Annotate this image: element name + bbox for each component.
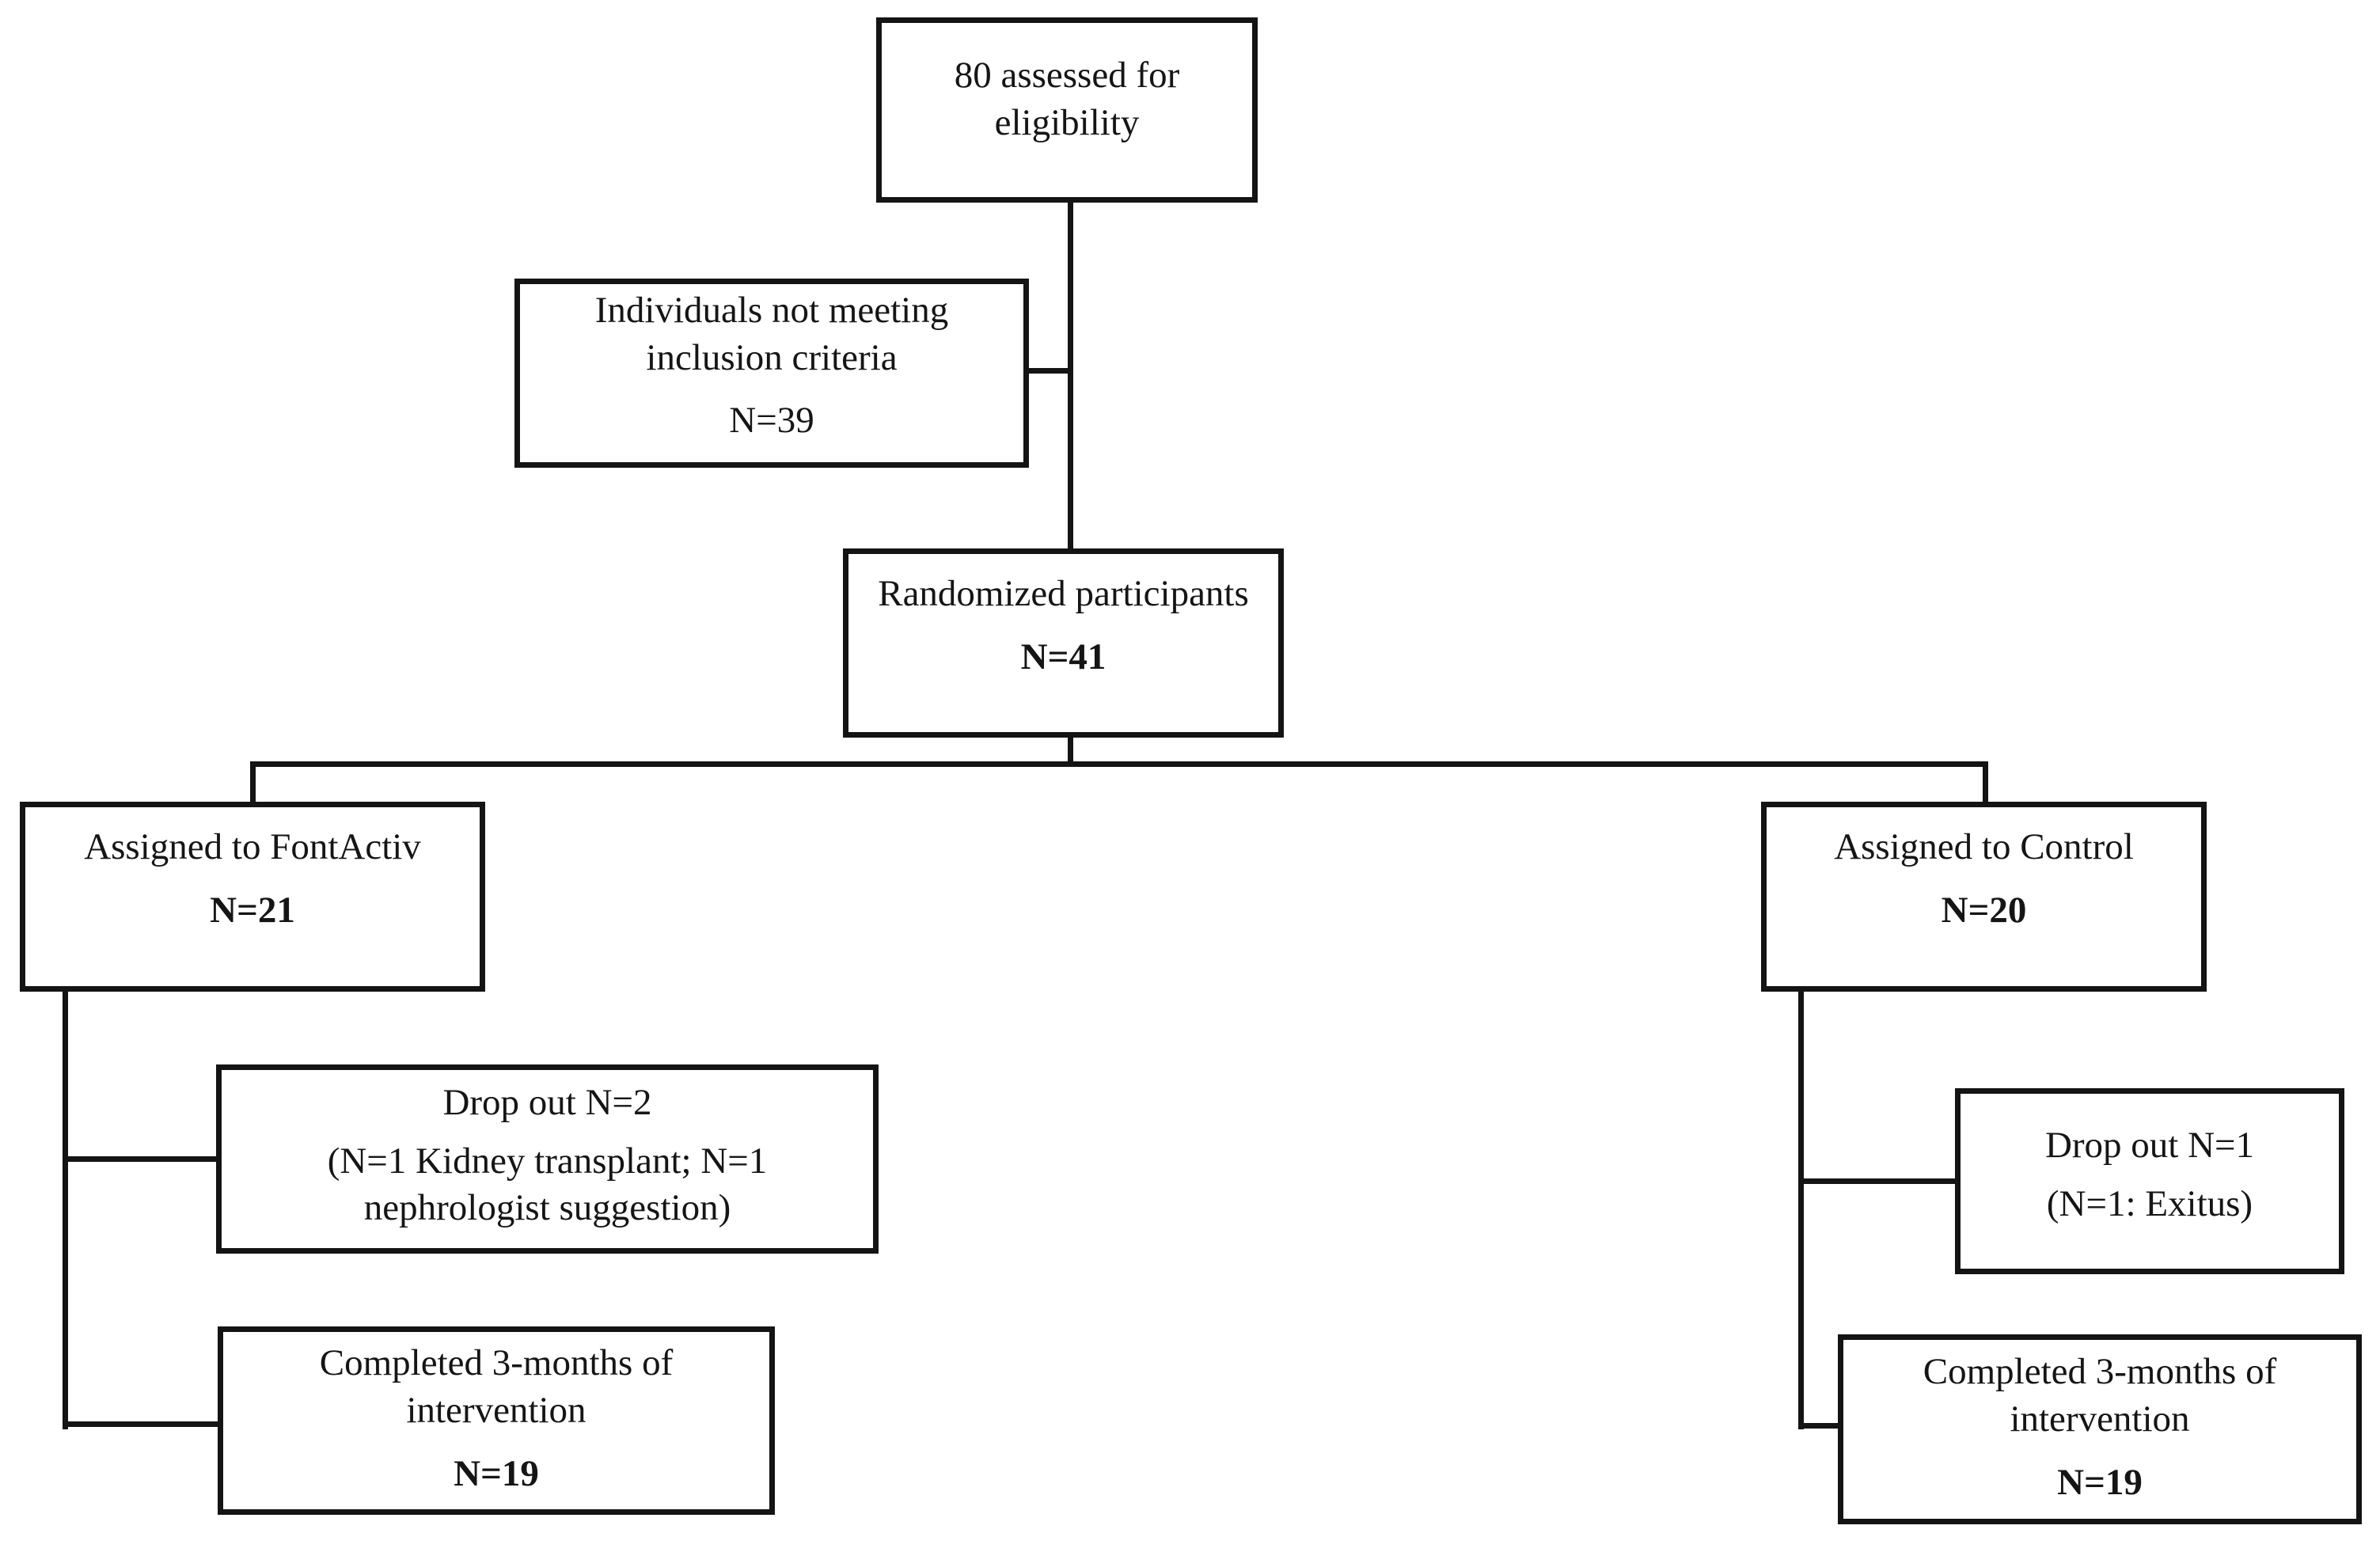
control-n-value: N=20 [1941, 890, 2027, 931]
box-randomized-participants: Randomized participants N=41 [843, 548, 1284, 738]
randomized-n-value: N=41 [1020, 636, 1106, 677]
connector-randomized-to-branch [1068, 734, 1073, 767]
connector-branch-to-control [1983, 761, 1988, 807]
dropout-control-detail-1: (N=1: Exitus) [2046, 1182, 2253, 1224]
connector-control-dropout-stub [1798, 1178, 1960, 1184]
fontactiv-label: Assigned to FontActiv [84, 826, 421, 868]
notmeeting-line-1: Individuals not meeting [594, 289, 949, 331]
completed-control-line-1: Completed 3-months of [1923, 1351, 2277, 1393]
connector-fontactiv-dropout-stub [63, 1156, 221, 1162]
connector-control-descender [1798, 988, 1804, 1429]
box-assessed-for-eligibility: 80 assessed for eligibility [876, 17, 1258, 203]
notmeeting-line-2: inclusion criteria [646, 336, 898, 378]
box-dropout-control: Drop out N=1 (N=1: Exitus) [1955, 1088, 2344, 1274]
box-assigned-control: Assigned to Control N=20 [1761, 802, 2207, 992]
notmeeting-n-value: N=39 [729, 400, 814, 442]
connector-control-completed-stub [1798, 1423, 1843, 1429]
dropout-fontactiv-detail-1: (N=1 Kidney transplant; N=1 [327, 1140, 768, 1182]
fontactiv-n-value: N=21 [210, 890, 295, 931]
control-label: Assigned to Control [1834, 826, 2134, 868]
connector-fontactiv-completed-stub [63, 1421, 222, 1427]
completed-control-line-2: intervention [2010, 1398, 2190, 1440]
connector-notmeeting-stub [1026, 368, 1073, 374]
completed-fontactiv-line-1: Completed 3-months of [319, 1342, 674, 1384]
box-not-meeting-inclusion-criteria: Individuals not meeting inclusion criter… [514, 279, 1029, 468]
completed-fontactiv-n-value: N=19 [454, 1452, 539, 1494]
box-assigned-fontactiv: Assigned to FontActiv N=21 [20, 802, 485, 992]
box-dropout-fontactiv: Drop out N=2 (N=1 Kidney transplant; N=1… [216, 1064, 879, 1254]
randomized-label: Randomized participants [878, 572, 1249, 614]
completed-control-n-value: N=19 [2057, 1461, 2143, 1503]
connector-branch-to-fontactiv [250, 761, 256, 807]
connector-fontactiv-descender [63, 988, 68, 1429]
box-completed-control: Completed 3-months of intervention N=19 [1838, 1334, 2362, 1524]
dropout-fontactiv-label: Drop out N=2 [442, 1081, 652, 1123]
box-completed-fontactiv: Completed 3-months of intervention N=19 [218, 1326, 775, 1515]
connector-assessed-to-randomized [1068, 199, 1073, 552]
assessed-line-1: 80 assessed for [954, 55, 1180, 97]
dropout-control-label: Drop out N=1 [2044, 1124, 2255, 1166]
connector-branch-horizontal [250, 761, 1988, 767]
assessed-line-2: eligibility [994, 102, 1140, 143]
completed-fontactiv-line-2: intervention [406, 1390, 586, 1432]
dropout-fontactiv-detail-2: nephrologist suggestion) [363, 1187, 731, 1229]
